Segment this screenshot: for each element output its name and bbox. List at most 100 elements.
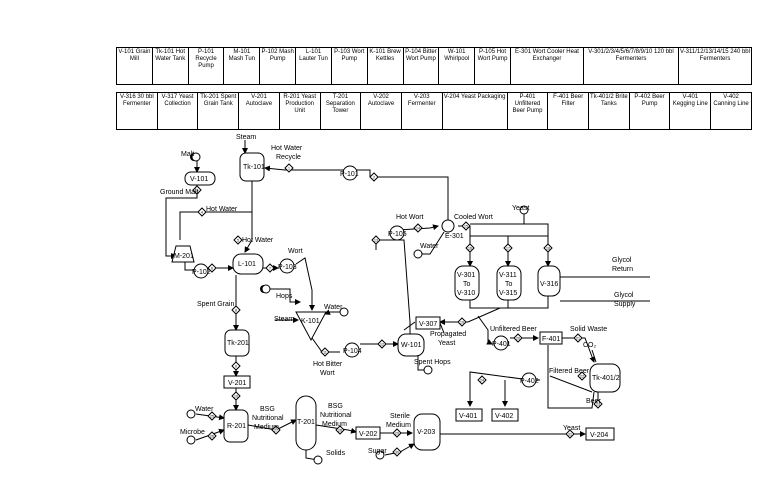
label-v301-b: To xyxy=(463,281,471,288)
diagram-labels: Steam Tk-101 Hot Water Recycle P-101 Mal… xyxy=(160,134,636,457)
stream-number: 30 xyxy=(395,451,399,455)
label-p102: P-102 xyxy=(192,269,211,276)
p-401-pump xyxy=(493,335,509,351)
stream-number: 16 xyxy=(468,247,472,251)
label-v101: V-101 xyxy=(190,176,208,183)
legend-cell: V-301/2/3/4/5/6/7/8/9/10 120 bbl Ferment… xyxy=(583,47,679,85)
label-sugar: Sugar xyxy=(368,448,387,455)
stream-number: 10 xyxy=(234,395,238,399)
legend-cell: V-311/12/13/14/15 240 bbl Fermenters xyxy=(678,47,752,85)
legend-cell: V-401 Kegging Line xyxy=(669,92,712,130)
label-unfiltered: Unfiltered Beer xyxy=(490,326,537,333)
stream-number: 17 xyxy=(506,247,510,251)
v-301-fermenter xyxy=(454,265,480,301)
label-hot-wort: Hot Wort xyxy=(396,214,424,221)
stream-number: 21 xyxy=(576,337,580,341)
stream-number: 13 xyxy=(374,239,378,243)
label-bsg2-a: BSG xyxy=(328,403,343,410)
stream-number: 5 xyxy=(237,239,239,243)
label-yeast-out: Yeast xyxy=(563,425,580,432)
label-bsg1-a: BSG xyxy=(260,406,275,413)
label-sterile-a: Sterile xyxy=(390,413,410,420)
label-v301-c: V-310 xyxy=(457,290,475,297)
stream-number: 25 xyxy=(210,415,214,419)
label-filtered: Filtered Beer xyxy=(549,368,590,375)
legend-cell: R-201 Yeast Production Unit xyxy=(278,92,321,130)
p-104-pump xyxy=(344,342,360,358)
legend-cell: V-101 Grain Mill xyxy=(116,47,153,85)
w-101-whirlpool xyxy=(397,333,425,357)
f-401-filter xyxy=(539,331,563,345)
label-spent-hops: Spent Hops xyxy=(414,359,451,366)
legend-cell: Tk-201 Spent Grain Tank xyxy=(197,92,240,130)
label-v311-a: V-311 xyxy=(499,272,517,279)
v-307-collection xyxy=(415,316,441,330)
v-201-autoclave xyxy=(223,375,251,389)
label-water-r: Water xyxy=(195,406,214,413)
label-yeast-top: Yeast xyxy=(512,205,529,212)
label-v316: V-316 xyxy=(540,281,558,288)
stream-number: 3 xyxy=(196,189,198,193)
legend-cell: M-101 Mash Tun xyxy=(223,47,261,85)
label-v311-b: To xyxy=(505,281,513,288)
label-p105: P-105 xyxy=(388,231,407,238)
label-propagated-1: Propagated xyxy=(430,331,466,338)
label-w101: W-101 xyxy=(401,342,422,349)
label-sterile-b: Medium xyxy=(386,422,411,429)
label-co2: CO₂ xyxy=(583,342,597,349)
label-v401: V-401 xyxy=(459,413,477,420)
label-v204: V-204 xyxy=(590,432,608,439)
stream-number: 26 xyxy=(210,435,214,439)
label-hops: Hops xyxy=(276,293,293,300)
p-402-pump xyxy=(521,372,537,388)
l-101-lauter-tun xyxy=(232,253,264,275)
legend-cell: P-103 Wort Pump xyxy=(330,47,368,85)
label-e301: E-301 xyxy=(445,233,464,240)
legend-cell: V-317 Yeast Collection xyxy=(156,92,199,130)
tk-101-tank xyxy=(239,152,265,182)
label-p401: P-401 xyxy=(492,341,511,348)
t-201-tower xyxy=(295,395,317,451)
stream-markers: 1 2 3 4 5 6 7 8 9 10 11 12 13 14 15 16 1… xyxy=(192,163,603,457)
label-microbe: Microbe xyxy=(180,429,205,436)
stream-number: 22 xyxy=(580,375,584,379)
label-solids: Solids xyxy=(326,450,346,457)
label-f401: F-401 xyxy=(542,336,560,343)
legend-cell: P-101 Recycle Pump xyxy=(187,47,225,85)
legend-cell: K-101 Brew Kettles xyxy=(366,47,404,85)
legend-cell: P-105 Hot Wort Pump xyxy=(474,47,511,85)
label-p101: P-101 xyxy=(340,171,359,178)
label-glycol-return-1: Glycol xyxy=(612,257,632,264)
stream-number: 8 xyxy=(235,309,237,313)
label-p402: P-402 xyxy=(520,378,539,385)
v-401-kegging-line xyxy=(455,408,483,422)
label-bsg1-b: Nutritional xyxy=(252,415,284,422)
stream-number: 12 xyxy=(380,343,384,347)
label-water-k: Water xyxy=(324,304,343,311)
stream-number: 2 xyxy=(373,176,375,180)
v-101-mill xyxy=(184,171,216,186)
e-301-heat-exchanger xyxy=(441,219,455,233)
label-bsg2-b: Nutritional xyxy=(320,412,352,419)
label-glycol-return-2: Return xyxy=(612,266,633,273)
label-hot-bitter-2: Wort xyxy=(320,370,335,377)
equipment-legend-row-2: V-316 30 bbl Fermenter V-317 Yeast Colle… xyxy=(116,92,752,130)
legend-cell: P-104 Bitter Wort Pump xyxy=(402,47,440,85)
p-101-pump xyxy=(342,165,358,181)
stream-number: 23 xyxy=(596,403,600,407)
label-bsg2-c: Medium xyxy=(322,421,347,428)
stream-number: 15 xyxy=(464,225,468,229)
stream-number: 19 xyxy=(460,321,464,325)
label-glycol-supply-2: Supply xyxy=(614,301,636,308)
legend-cell: V-201 Autoclave xyxy=(238,92,280,130)
label-tk101: Tk-101 xyxy=(243,164,265,171)
legend-cell: V-316 30 bbl Fermenter xyxy=(116,92,158,130)
legend-cell: V-402 Canning Line xyxy=(710,92,752,130)
label-spent-grain: Spent Grain xyxy=(197,301,234,308)
legend-cell: Tk-401/2 Brite Tanks xyxy=(588,92,630,130)
stream-number: 18 xyxy=(546,247,550,251)
legend-cell: V-202 Autoclave xyxy=(360,92,402,130)
label-p103: P-103 xyxy=(278,264,297,271)
stream-number: 4 xyxy=(201,211,203,215)
